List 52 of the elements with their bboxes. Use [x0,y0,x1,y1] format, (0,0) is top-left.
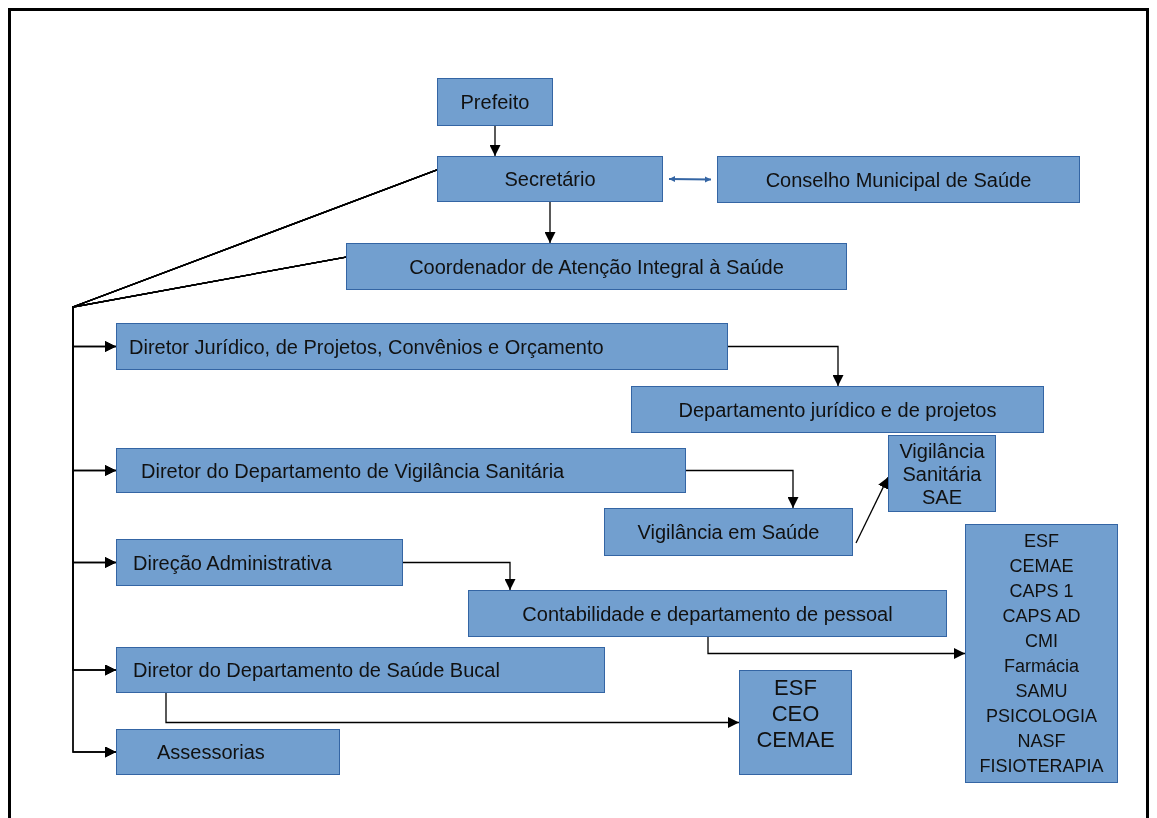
box-label: Conselho Municipal de Saúde [765,167,1032,193]
box-label: Departamento jurídico e de projetos [678,397,997,423]
box-label: CEMAE [756,727,835,753]
org-box [604,508,853,556]
org-box [116,448,686,493]
box-label: Farmácia [1004,655,1079,678]
org-box [739,670,852,775]
box-label: SAMU [1015,680,1068,703]
box-label: Diretor do Departamento de Vigilância Sanitária [141,458,565,484]
double-arrow [668,176,712,183]
box-label: Vigilância em Saúde [637,520,820,545]
box-label: ESF [774,675,817,701]
box-label: PSICOLOGIA [985,705,1097,728]
org-box [116,539,403,586]
arrow [855,476,889,544]
org-box [116,647,605,693]
box-label: SAE [922,486,962,509]
arrow [402,561,516,591]
box-label: Direção Administrativa [133,550,332,576]
box-label: Secretário [504,167,596,192]
box-label: ESF [1024,530,1059,553]
org-box [631,386,1044,433]
arrow [489,125,501,157]
box-label: Contabilidade e departamento de pessoal [522,601,893,627]
arrow [727,345,844,387]
box-label: Coordenador de Atenção Integral à Saúde [409,254,784,280]
org-box [468,590,947,637]
org-box [346,243,847,290]
arrow [544,201,556,244]
box-label: CMI [1025,630,1058,653]
box-label: Diretor Jurídico, de Projetos, Convênios e Orçamento [129,334,604,360]
box-label: CEO [771,701,820,727]
box-label: Assessorias [157,740,265,765]
arrow [165,692,740,728]
org-box [116,323,728,370]
org-box [965,524,1118,783]
arrow [707,636,966,659]
org-box [888,435,996,512]
org-box [717,156,1080,203]
box-label: Prefeito [460,90,530,115]
arrow [72,256,347,758]
box-label: Diretor do Departamento de Saúde Bucal [133,658,500,683]
box-label: CAPS 1 [1009,580,1074,603]
box-label: CEMAE [1009,555,1074,578]
org-box [437,156,663,202]
org-box [116,729,340,775]
arrow [685,469,799,509]
box-label: Vigilância Sanitária [898,440,986,486]
box-label: FISIOTERAPIA [979,755,1104,778]
box-label: NASF [1017,730,1066,753]
box-label: CAPS AD [1002,605,1081,628]
org-box [437,78,553,126]
